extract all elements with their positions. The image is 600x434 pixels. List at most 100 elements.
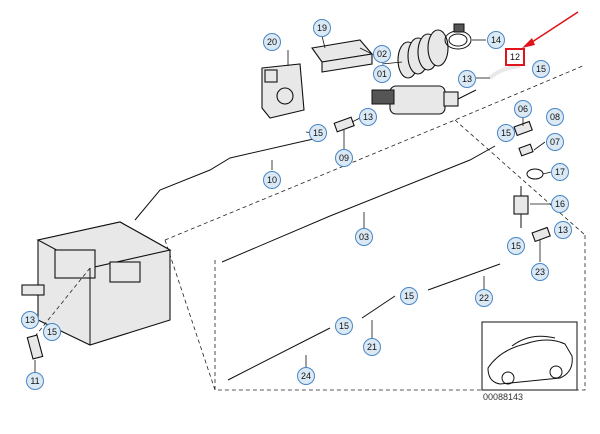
callout-marker [263, 33, 281, 51]
callout-marker [26, 372, 44, 390]
callout-label: 15 [313, 128, 323, 138]
callout-label: 16 [555, 199, 565, 209]
connector-parts [333, 116, 551, 243]
callout-layer: 20 19 02 01 14 12 15 13 13 15 09 06 08 15 07 10 17 16 13 03… [21, 19, 572, 390]
callout-03: 03 [355, 228, 373, 246]
callout-label: 15 [47, 327, 57, 337]
callout-marker [297, 367, 315, 385]
callout-marker [551, 195, 569, 213]
hose-part [488, 64, 521, 80]
callout-15: 15 [400, 287, 418, 305]
callout-marker [313, 19, 331, 37]
reference-number: 00088143 [483, 392, 523, 402]
car-thumbnail [481, 321, 578, 391]
callout-marker [475, 289, 493, 307]
callout-15: 15 [507, 237, 525, 255]
callout-label: 14 [491, 35, 501, 45]
callout-label: 07 [550, 137, 560, 147]
callout-15: 15 [497, 124, 515, 142]
callout-marker [21, 311, 39, 329]
callout-marker [554, 221, 572, 239]
callout-label: 02 [377, 49, 387, 59]
callout-marker [355, 228, 373, 246]
callout-15: 15 [532, 60, 550, 78]
callout-marker [531, 263, 549, 281]
callout-08: 08 [546, 108, 564, 126]
callout-marker [532, 60, 550, 78]
callout-16: 16 [551, 195, 569, 213]
highlight-arrow [525, 11, 579, 47]
callout-06: 06 [514, 100, 532, 118]
callout-marker [546, 133, 564, 151]
fuel-line-24 [227, 327, 331, 381]
highlight-arrow-head [522, 38, 535, 48]
callout-label: 13 [25, 315, 35, 325]
callout-label: 15 [404, 291, 414, 301]
callout-label: 15 [511, 241, 521, 251]
callout-15: 15 [335, 317, 353, 335]
callout-marker [497, 124, 515, 142]
callout-13: 13 [359, 108, 377, 126]
callout-label: 01 [377, 69, 387, 79]
callout-10: 10 [263, 171, 281, 189]
callout-label: 24 [301, 371, 311, 381]
bellows-part [397, 29, 449, 79]
callout-13: 13 [21, 311, 39, 329]
callout-01: 01 [373, 65, 391, 83]
callout-label: 23 [535, 267, 545, 277]
callout-marker [546, 108, 564, 126]
callout-label: 13 [363, 112, 373, 122]
callout-label: 09 [339, 153, 349, 163]
callout-13: 13 [458, 70, 476, 88]
callout-label: 08 [550, 112, 560, 122]
callout-label: 15 [501, 128, 511, 138]
callout-label: 13 [558, 225, 568, 235]
callout-marker [335, 149, 353, 167]
callout-marker [507, 237, 525, 255]
assembly-frame [164, 64, 586, 391]
callout-label: 12 [510, 52, 520, 62]
callout-marker [551, 163, 569, 181]
callout-21: 21 [363, 338, 381, 356]
callout-marker [514, 100, 532, 118]
callout-marker [363, 338, 381, 356]
callout-19: 19 [313, 19, 331, 37]
callout-marker [487, 31, 505, 49]
callout-15: 15 [43, 323, 61, 341]
fuel-line-10 [134, 141, 301, 221]
fuel-line-03 [221, 145, 496, 263]
heater-unit-part [21, 221, 172, 360]
valve-part [513, 186, 529, 228]
fuel-line-22 [427, 263, 501, 291]
callout-label: 17 [555, 167, 565, 177]
callout-15: 15 [309, 124, 327, 142]
callout-label: 11 [30, 376, 39, 386]
callout-label: 15 [536, 64, 546, 74]
callout-label: 06 [518, 104, 528, 114]
callout-marker [458, 70, 476, 88]
callout-label: 20 [267, 37, 277, 47]
callout-marker [309, 124, 327, 142]
mounting-plate-part [311, 39, 374, 73]
hose-clamp-part [444, 23, 472, 50]
callout-marker [373, 65, 391, 83]
callout-marker [505, 48, 525, 66]
callout-11: 11 [26, 372, 44, 390]
fuel-hose-21 [361, 295, 396, 319]
callout-label: 13 [462, 74, 472, 84]
callout-22: 22 [475, 289, 493, 307]
bracket-part [261, 63, 305, 119]
callout-20: 20 [263, 33, 281, 51]
callout-17: 17 [551, 163, 569, 181]
callout-02: 02 [373, 45, 391, 63]
callout-marker [400, 287, 418, 305]
callout-07: 07 [546, 133, 564, 151]
callout-09: 09 [335, 149, 353, 167]
callout-marker [335, 317, 353, 335]
fuel-pump-part [371, 85, 477, 115]
callout-label: 22 [479, 293, 489, 303]
callout-13: 13 [554, 221, 572, 239]
callout-label: 15 [339, 321, 349, 331]
